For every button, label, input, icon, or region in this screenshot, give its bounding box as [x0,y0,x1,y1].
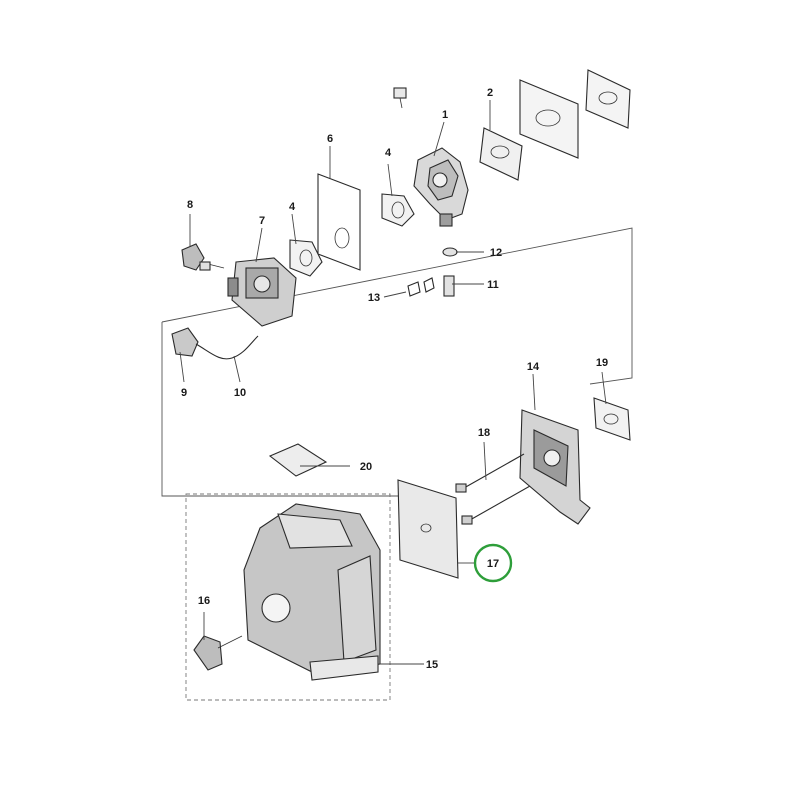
callout-11: 11 [487,279,499,291]
part-19-gasket [593,397,631,441]
callout-10: 10 [234,387,246,399]
callout-2: 2 [487,87,493,99]
part-15-filter-cover [243,503,381,681]
highlight-circle [473,543,513,583]
part-10-hose [195,335,259,360]
callout-15: 15 [426,659,438,671]
part-2-gasket [479,127,523,181]
part-17-air-filter [397,479,459,579]
callout-4-lower: 4 [289,201,296,213]
leader-lines [179,100,607,665]
part-4-gasket-lower [289,239,323,277]
callout-7: 7 [259,215,265,227]
part-6-plate [317,173,361,271]
part-8-primer-knob [181,243,225,271]
part-18-screws [455,453,531,525]
part-20-label [268,443,328,477]
callout-19: 19 [596,357,608,369]
callout-9: 9 [181,387,187,399]
part-12-nut [442,247,458,257]
part-11-sleeve [443,275,455,297]
assembly-frame [161,227,633,497]
cover-group-box [185,493,391,701]
callout-8: 8 [187,199,193,211]
callout-1: 1 [442,109,448,121]
part-7-carburetor [227,257,297,327]
screw-top [393,87,407,109]
callout-18: 18 [478,427,490,439]
part-9-primer-bulb [171,327,199,357]
part-13-clips [407,277,435,297]
part-4-gasket-upper [381,193,415,227]
part-16-knob [193,635,243,671]
callout-4-upper: 4 [385,147,392,159]
callout-20: 20 [360,461,372,473]
callout-14: 14 [527,361,540,373]
callout-6: 6 [327,133,333,145]
callout-13: 13 [368,292,380,304]
callout-16: 16 [198,595,210,607]
callout-17: 17 [487,558,499,570]
part-1-intake-adapter [413,147,469,227]
part-14-filter-base [519,409,591,525]
spacer-plate [519,69,631,159]
callout-12: 12 [490,247,502,259]
